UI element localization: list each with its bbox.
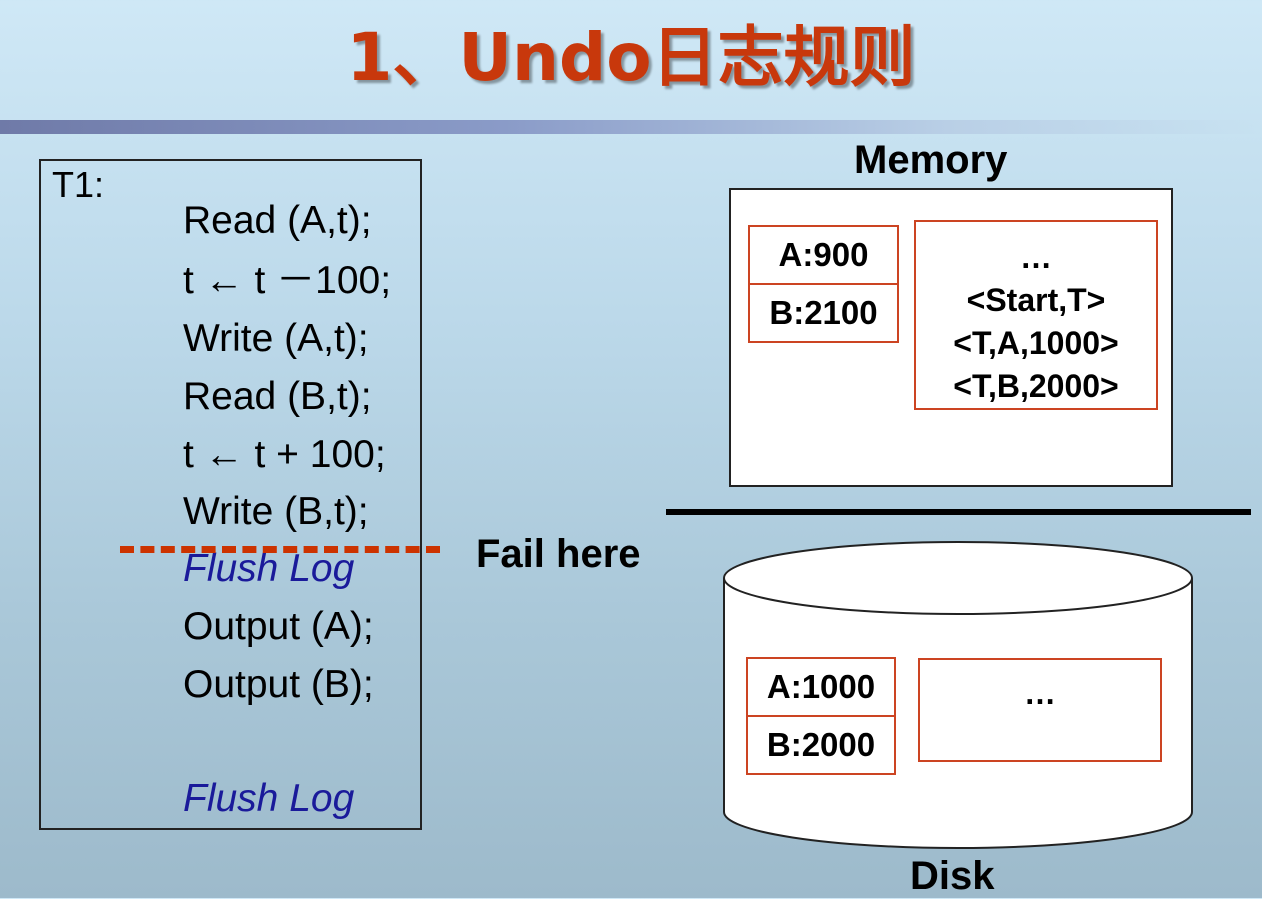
disk-label: Disk [910,854,995,898]
memory-disk-divider [666,509,1251,515]
memory-log-entry: <T,B,2000> [953,368,1119,404]
transaction-label: T1: [52,164,105,205]
memory-cell-a: A:900 [748,225,899,285]
memory-log-entry: <T,A,1000> [953,325,1119,361]
fail-dashed-line [120,546,440,553]
memory-log-entry: <Start,T> [966,282,1106,318]
code-line-write-b: Write (B,t); [183,490,369,533]
memory-log-box: … <Start,T> <T,A,1000> <T,B,2000> [914,220,1158,410]
code-line-flush-log-2: Flush Log [183,777,355,820]
code-line-write-a: Write (A,t); [183,317,369,360]
disk-cell-b: B:2000 [746,715,896,775]
page-title: 1、Undo日志规则 [346,19,916,96]
code-line-output-b: Output (B); [183,663,374,706]
memory-label: Memory [854,138,1008,182]
title-underline-bar [0,120,1262,134]
memory-log-entry: … [1020,239,1052,275]
code-line-subtract: t ← t －100; [183,259,392,302]
memory-cell-b: B:2100 [748,283,899,343]
transaction-code-box [39,159,422,830]
disk-log-entry: … [1024,675,1056,711]
disk-cell-a: A:1000 [746,657,896,717]
code-line-read-b: Read (B,t); [183,375,372,418]
code-line-read-a: Read (A,t); [183,199,372,242]
code-line-add: t ← t + 100; [183,433,386,476]
fail-here-label: Fail here [476,532,641,576]
disk-log-box: … [918,658,1162,762]
code-line-output-a: Output (A); [183,605,374,648]
code-line-flush-log-1: Flush Log [183,547,355,590]
